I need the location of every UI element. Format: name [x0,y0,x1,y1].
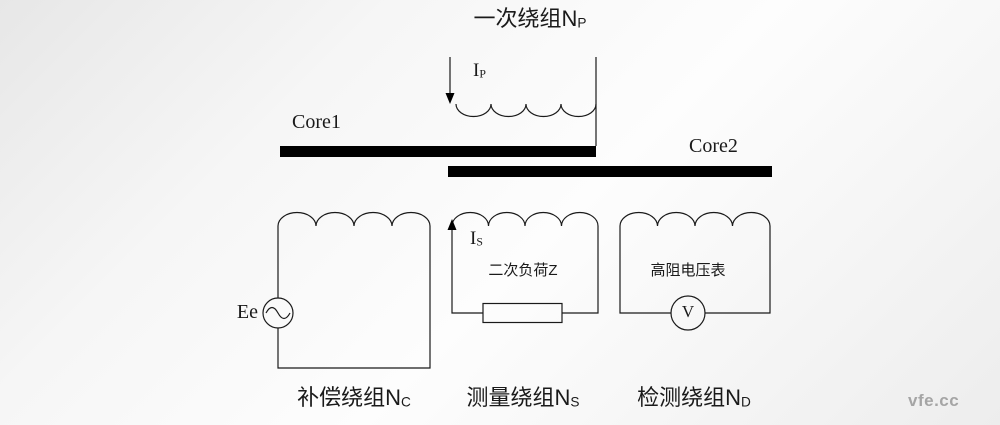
secondary-current-label: IS [470,228,483,250]
primary-winding-title-sub: P [577,15,587,31]
detection-winding-sub: D [741,394,751,410]
primary-winding-title: 一次绕组NP [455,6,605,31]
measuring-winding-text: 测量绕组N [466,385,571,410]
primary-current-symbol: I [473,60,480,81]
sine-wave-icon [265,306,291,320]
detection-loop-wires [619,226,771,314]
compensation-loop-wires [277,226,431,369]
voltmeter-label: 高阻电压表 [650,262,726,279]
core2-bar [448,166,772,177]
primary-wires [449,57,597,146]
core1-bar [280,146,596,157]
voltmeter-circle [670,295,706,331]
secondary-current-sub: S [476,235,483,249]
watermark: vfe.cc [908,391,960,410]
secondary-current-symbol: I [470,228,477,249]
measuring-winding-label: 测量绕组NS [452,385,594,410]
primary-current-arrowhead [445,93,455,104]
load-resistor [482,302,563,324]
core2-label: Core2 [689,135,738,157]
detection-winding-label: 检测绕组ND [623,385,765,410]
core1-label: Core1 [292,111,341,133]
source-label: Ee [236,301,258,323]
detection-winding-text: 检测绕组N [637,385,742,410]
compensation-winding-sub: C [401,394,411,410]
measuring-loop-wires [451,226,599,314]
primary-current-sub: P [479,67,486,81]
compensation-winding-text: 补偿绕组N [297,385,402,410]
compensation-coil [277,211,431,227]
primary-coil [455,103,597,118]
measuring-coil [451,211,599,227]
compensation-winding-label: 补偿绕组NC [283,385,425,410]
ac-source-circle [262,297,294,329]
primary-winding-title-text: 一次绕组N [473,6,578,31]
load-label: 二次负荷Z [488,262,558,279]
detection-coil [619,211,771,227]
secondary-current-arrowhead [447,219,457,230]
primary-current-label: IP [473,60,486,82]
voltmeter-symbol: V [681,302,695,321]
measuring-winding-sub: S [570,394,580,410]
